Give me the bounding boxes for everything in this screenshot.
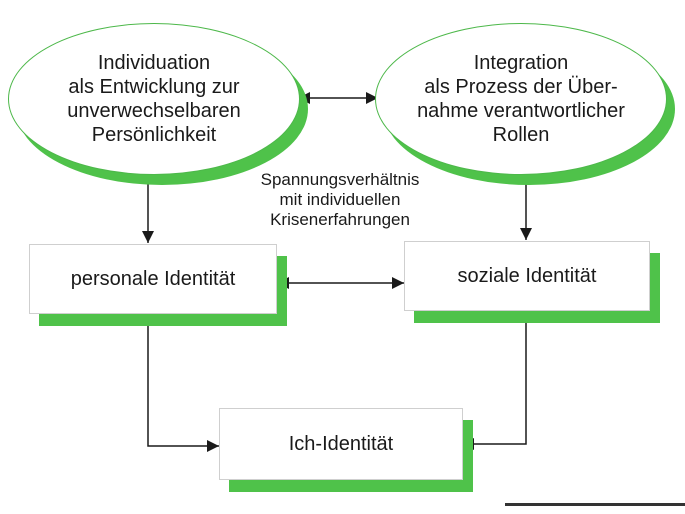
tension-line-1: Spannungsverhältnis (260, 170, 420, 189)
individuation-line-1: Individuation (97, 52, 211, 74)
ich-identity-label: Ich-Identität (288, 432, 394, 455)
arrow-social-to-ich (462, 309, 527, 450)
integration-line-2: als Prozess der Über- (424, 76, 618, 98)
ich-identity-box: Ich-Identität (219, 408, 463, 480)
individuation-line-3: unverwechselbaren (67, 100, 241, 122)
social-identity-label: soziale Identität (457, 264, 597, 287)
bottom-divider (505, 503, 685, 506)
integration-line-3: nahme verantwortlicher (417, 100, 625, 122)
personal-identity-label: personale Identität (70, 267, 236, 290)
individuation-line-2: als Entwicklung zur (68, 76, 240, 98)
integration-line-1: Integration (473, 52, 569, 74)
arrow-personal-to-ich (147, 312, 219, 452)
tension-label: Spannungsverhältnis mit individuellen Kr… (215, 170, 465, 230)
integration-ellipse: Integration als Prozess der Über- nahme … (375, 23, 667, 175)
individuation-line-4: Persönlichkeit (91, 124, 217, 146)
individuation-text: Individuation als Entwicklung zur unverw… (67, 51, 240, 147)
social-identity-box: soziale Identität (404, 241, 650, 311)
individuation-ellipse: Individuation als Entwicklung zur unverw… (8, 23, 300, 175)
integration-line-4: Rollen (492, 124, 550, 146)
personal-identity-box: personale Identität (29, 244, 277, 314)
integration-text: Integration als Prozess der Über- nahme … (417, 51, 625, 147)
tension-line-2: mit individuellen (279, 190, 401, 209)
tension-line-3: Krisenerfahrungen (270, 210, 410, 229)
